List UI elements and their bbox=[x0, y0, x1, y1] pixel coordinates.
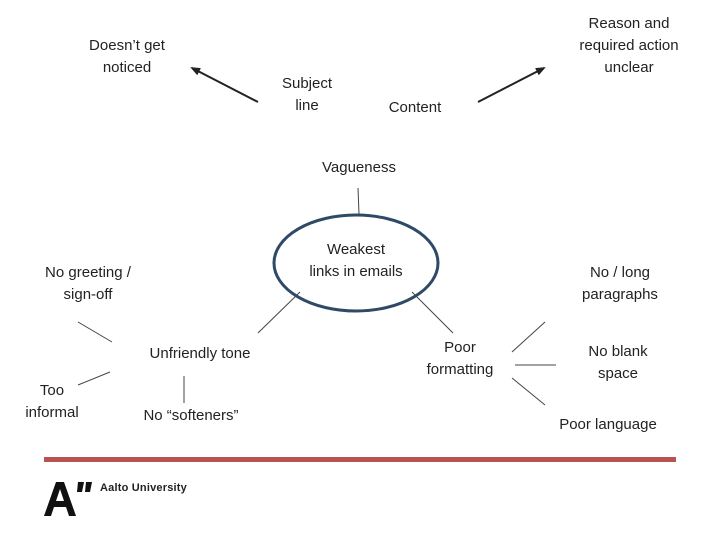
line-formatting-language bbox=[511, 377, 546, 406]
line-center-formatting bbox=[411, 291, 454, 334]
node-content: Content bbox=[388, 99, 442, 116]
arrow-to-reason bbox=[477, 67, 546, 103]
node-long-paragraphs: No / long paragraphs bbox=[582, 264, 658, 303]
node-vagueness: Vagueness bbox=[322, 159, 396, 176]
center-ellipse bbox=[272, 213, 440, 313]
node-reason-unclear: Reason and required action unclear bbox=[579, 15, 679, 76]
node-no-greeting: No greeting / sign-off bbox=[45, 264, 131, 303]
line-formatting-paragraphs bbox=[511, 321, 546, 353]
node-no-blank-space: No blank space bbox=[588, 343, 648, 382]
node-doesnt-get-noticed: Doesn’t get noticed bbox=[89, 37, 165, 76]
organization-name: Aalto University bbox=[100, 482, 187, 494]
node-no-softeners: No “softeners” bbox=[143, 407, 239, 424]
center-label: Weakest links in emails bbox=[309, 241, 403, 280]
line-center-unfriendly bbox=[257, 291, 301, 334]
line-informal bbox=[77, 371, 111, 386]
node-too-informal: Too informal bbox=[25, 382, 79, 421]
line-vagueness-center bbox=[357, 187, 360, 215]
aalto-logo-icon bbox=[44, 482, 92, 516]
node-unfriendly-tone: Unfriendly tone bbox=[149, 345, 251, 362]
arrow-to-noticed bbox=[190, 67, 259, 103]
node-poor-language: Poor language bbox=[559, 416, 657, 433]
node-poor-formatting: Poor formatting bbox=[426, 339, 494, 378]
footer-bar bbox=[44, 457, 676, 462]
node-subject-line: Subject line bbox=[281, 75, 333, 114]
line-greeting-left bbox=[77, 321, 113, 343]
